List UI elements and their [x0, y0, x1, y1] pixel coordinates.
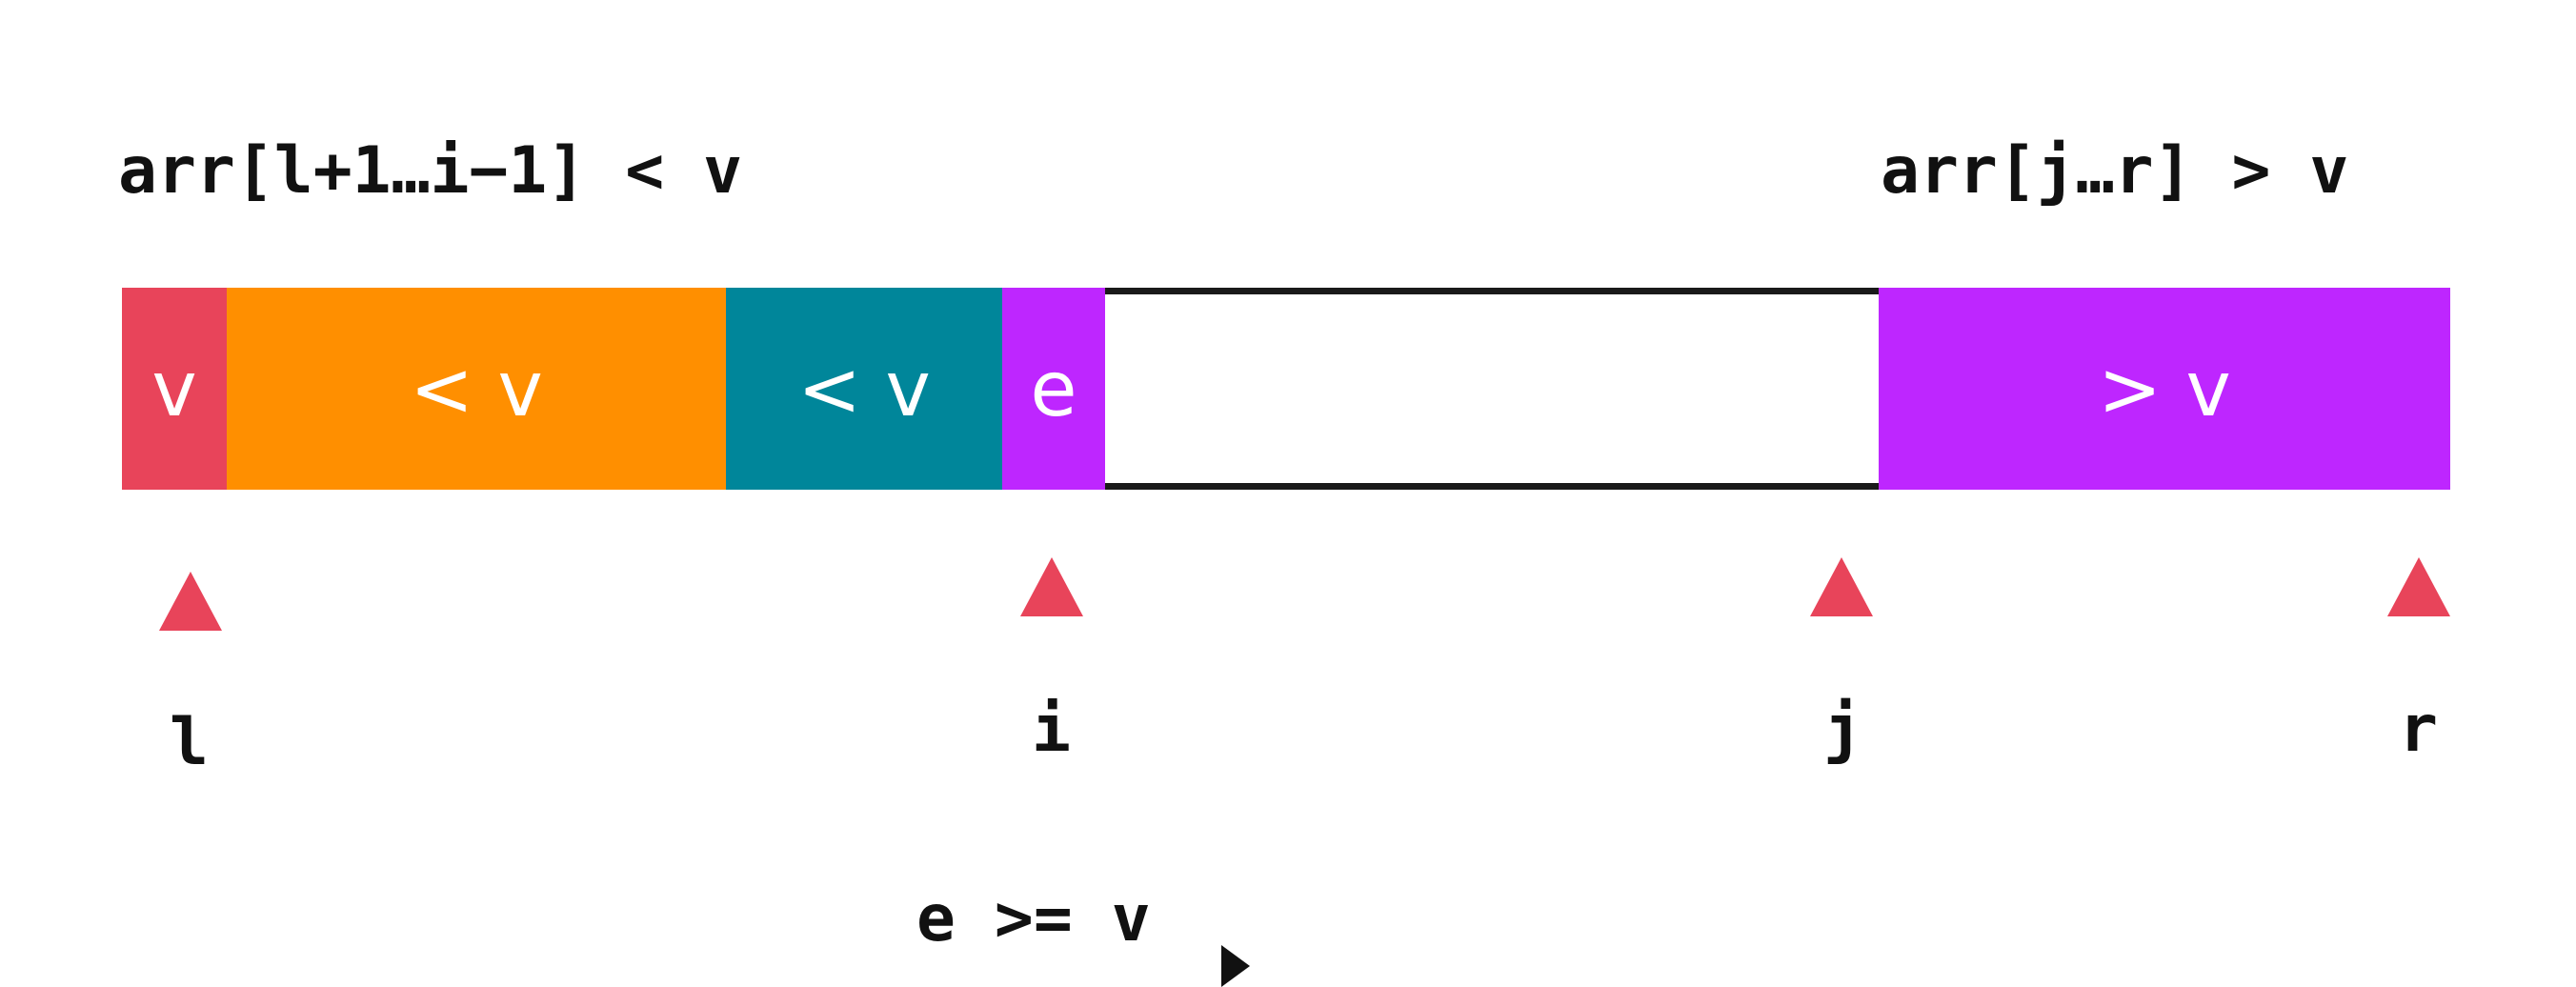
segment-unprocessed — [1105, 288, 1879, 490]
condition-label: e >= v — [916, 881, 1151, 957]
pointer-j-triangle-up-icon — [1810, 557, 1873, 616]
left-range-label: arr[l+1…i−1] < v — [118, 133, 743, 209]
pointer-l-triangle-up-icon — [159, 572, 222, 631]
pointer-label-l: l — [170, 705, 209, 780]
pointer-label-i: i — [1032, 692, 1071, 767]
right-range-label: arr[j…r] > v — [1881, 133, 2349, 209]
segment-pivot: v — [122, 288, 227, 490]
pointer-label-j: j — [1823, 692, 1862, 767]
array-bar: v < v < v e > v — [122, 288, 2450, 490]
mouse-cursor-icon — [1221, 945, 1250, 987]
segment-greater-than-v: > v — [1879, 288, 2450, 490]
partition-diagram: arr[l+1…i−1] < v arr[j…r] > v v < v < v … — [118, 133, 2450, 987]
segment-less-than-v-2: < v — [726, 288, 1002, 490]
pointer-i-triangle-up-icon — [1020, 557, 1083, 616]
segment-current-element: e — [1002, 288, 1105, 490]
segment-less-than-v-1: < v — [227, 288, 726, 490]
pointer-r-triangle-up-icon — [2387, 557, 2450, 616]
pointer-label-r: r — [2399, 692, 2438, 767]
